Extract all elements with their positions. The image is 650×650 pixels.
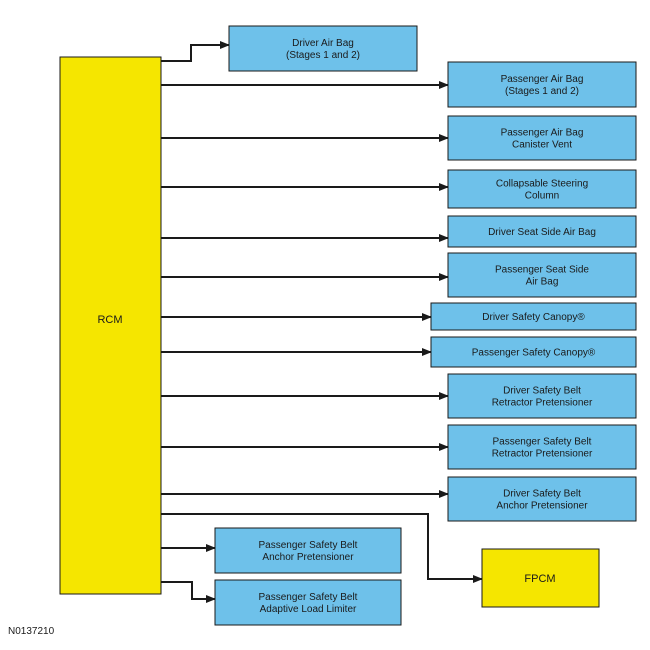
connector-fpcm: [161, 513, 483, 583]
passenger-safety-belt-retractor-pretensioner-label: Passenger Safety Belt: [493, 437, 592, 448]
driver-air-bag-box: [228, 25, 418, 72]
passenger-safety-belt-anchor-pretensioner-label: Passenger Safety Belt: [259, 540, 358, 551]
passenger-seat-side-air-bag-label: Passenger Seat Side: [495, 265, 589, 276]
connector-lines: [161, 41, 483, 603]
passenger-air-bag-label: (Stages 1 and 2): [505, 86, 579, 97]
passenger-air-bag-canister-vent-box: [447, 115, 637, 161]
driver-safety-belt-retractor-pretensioner-box: [447, 373, 637, 419]
collapsable-steering-column-label: Collapsable Steering: [496, 179, 588, 190]
driver-safety-belt-anchor-pretensioner-label: Anchor Pretensioner: [496, 501, 588, 512]
passenger-air-bag-box: [447, 61, 637, 108]
driver-seat-side-air-bag-box: [447, 215, 637, 248]
driver-safety-belt-retractor-pretensioner-label: Driver Safety Belt: [503, 386, 581, 397]
driver-safety-belt-anchor-pretensioner-label: Driver Safety Belt: [503, 489, 581, 500]
passenger-safety-belt-anchor-pretensioner-box: [214, 527, 402, 574]
passenger-safety-belt-retractor-pretensioner-label: Retractor Pretensioner: [492, 449, 593, 460]
figure-id: N0137210: [8, 626, 55, 637]
passenger-air-bag-canister-vent-label: Canister Vent: [512, 140, 572, 151]
fpcm-label: FPCM: [524, 573, 555, 585]
driver-safety-canopy-label: Driver Safety Canopy®: [482, 312, 585, 323]
rcm-module-box: [59, 56, 162, 595]
driver-safety-canopy-box: [430, 302, 637, 331]
passenger-safety-belt-adaptive-load-limiter-label: Passenger Safety Belt: [259, 592, 358, 603]
passenger-safety-belt-anchor-pretensioner-label: Anchor Pretensioner: [262, 552, 354, 563]
driver-seat-side-air-bag-label: Driver Seat Side Air Bag: [488, 227, 596, 238]
rcm-label: RCM: [97, 314, 122, 326]
passenger-safety-belt-adaptive-load-limiter-label: Adaptive Load Limiter: [260, 604, 357, 615]
driver-safety-belt-anchor-pretensioner-box: [447, 476, 637, 522]
component-boxes: Driver Air Bag(Stages 1 and 2)Passenger …: [214, 25, 637, 626]
connector-passenger-safety-belt-adaptive-load-limiter: [161, 581, 216, 603]
passenger-air-bag-canister-vent-label: Passenger Air Bag: [501, 128, 584, 139]
passenger-air-bag-label: Passenger Air Bag: [501, 74, 584, 85]
passenger-seat-side-air-bag-label: Air Bag: [526, 277, 559, 288]
passenger-safety-canopy-box: [430, 336, 637, 368]
driver-air-bag-label: (Stages 1 and 2): [286, 50, 360, 61]
connector-driver-air-bag: [161, 41, 230, 62]
passenger-seat-side-air-bag-box: [447, 252, 637, 298]
collapsable-steering-column-label: Column: [525, 191, 559, 202]
passenger-safety-belt-adaptive-load-limiter-box: [214, 579, 402, 626]
driver-air-bag-label: Driver Air Bag: [292, 38, 354, 49]
passenger-safety-belt-retractor-pretensioner-box: [447, 424, 637, 470]
driver-safety-belt-retractor-pretensioner-label: Retractor Pretensioner: [492, 398, 593, 409]
collapsable-steering-column-box: [447, 169, 637, 209]
fpcm-module-box: [481, 548, 600, 608]
passenger-safety-canopy-label: Passenger Safety Canopy®: [472, 348, 596, 359]
